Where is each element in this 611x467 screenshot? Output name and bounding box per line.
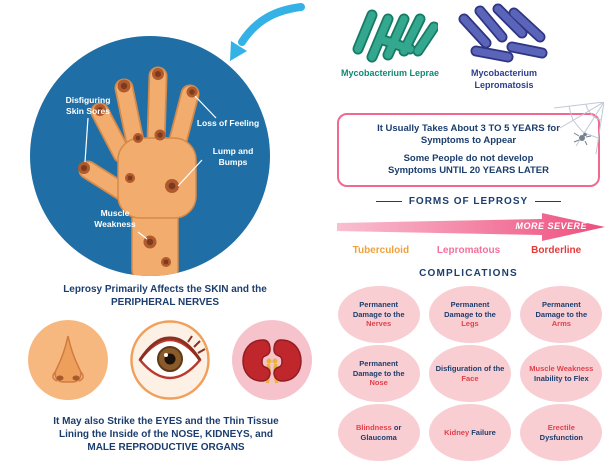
complication-text-post: Inability to Flex (534, 373, 589, 383)
severity-arrow-icon (337, 213, 605, 241)
title-rule-left (375, 201, 402, 202)
caption-skin-nerves: Leprosy Primarily Affects the SKIN and t… (63, 284, 267, 309)
symptoms-line2: Some People do not develop Symptoms UNTI… (387, 152, 549, 176)
complication-face: Disfiguration of the Face (428, 345, 511, 402)
spider-web-icon (553, 102, 604, 155)
form-lepromatous: Lepromatous (436, 245, 501, 256)
form-borderline: Borderline (531, 245, 582, 256)
complication-legs: Permanent Damage to the Legs (428, 286, 511, 343)
severity-label: MORE SEVERE (515, 221, 587, 231)
complication-accent: Legs (461, 319, 479, 329)
forms-row: Tuberculoid Lepromatous Borderline (337, 245, 600, 256)
complication-accent: Kidney (444, 427, 470, 437)
complication-nose: Permanent Damage to the Nose (337, 345, 420, 402)
hand-diagram: Disfiguring Skin Sores Loss of Feeling L… (30, 36, 270, 276)
bacteria-leprae-label: Mycobacterium Leprae (340, 68, 440, 78)
complication-accent: Nerves (366, 319, 392, 329)
symptoms-box: It Usually Takes About 3 TO 5 YEARS for … (337, 113, 600, 187)
complication-text-post: or Glaucoma (360, 422, 402, 442)
complication-arms: Permanent Damage to the Arms (520, 286, 603, 343)
complication-accent: Arms (551, 319, 571, 329)
nose-icon (28, 320, 108, 400)
complication-text: Permanent Damage to the (535, 299, 588, 319)
hand-label-loss-of-feeling: Loss of Feeling (196, 118, 260, 128)
complication-accent: Erectile (547, 422, 575, 432)
complication-text: Permanent Damage to the (352, 358, 405, 378)
complication-blindness: Blindness or Glaucoma (337, 404, 420, 461)
title-rule-right (535, 201, 562, 202)
bacteria-lepromatosis-label: Mycobacterium Lepromatosis (470, 68, 538, 90)
complications-title: COMPLICATIONS (419, 268, 518, 279)
complication-kidney: Kidney Failure (428, 404, 511, 461)
eye-icon (130, 320, 210, 400)
forms-title-text: FORMS OF LEPROSY (408, 196, 529, 207)
complication-accent: Face (461, 373, 479, 383)
complication-accent: Nose (369, 378, 388, 388)
forms-title: FORMS OF LEPROSY (337, 196, 600, 207)
bacteria-lepromatosis-icon (458, 3, 548, 63)
hand-label-skin-sores: Disfiguring Skin Sores (65, 95, 111, 116)
complications-grid: Permanent Damage to the Nerves Permanent… (333, 286, 607, 461)
severity-arrow: MORE SEVERE (337, 211, 605, 243)
symptoms-line1: It Usually Takes About 3 TO 5 YEARS for … (377, 122, 560, 147)
complication-text-post: Dysfunction (539, 432, 583, 442)
caption-organs: It May also Strike the EYES and the Thin… (53, 416, 279, 454)
complication-accent: Blindness (355, 422, 392, 432)
complication-text: Permanent Damage to the (352, 299, 405, 319)
complication-nerves: Permanent Damage to the Nerves (337, 286, 420, 343)
complication-accent: Muscle Weakness (529, 363, 594, 373)
complication-text: Permanent Damage to the (444, 299, 496, 319)
complication-muscle-weakness: Muscle Weakness Inability to Flex (520, 345, 603, 402)
kidneys-icon (232, 320, 312, 400)
hand-label-lump-bumps: Lump and Bumps (212, 146, 254, 167)
curved-arrow-icon (230, 3, 305, 61)
hand-illustration-icon (30, 36, 270, 276)
form-tuberculoid: Tuberculoid (352, 245, 410, 256)
hand-label-muscle-weakness: Muscle Weakness (94, 208, 136, 229)
bacteria-leprae-icon (352, 9, 438, 63)
complication-text: Disfiguration of the (435, 363, 505, 373)
complication-text-post: Failure (469, 427, 496, 437)
complication-erectile: Erectile Dysfunction (520, 404, 603, 461)
